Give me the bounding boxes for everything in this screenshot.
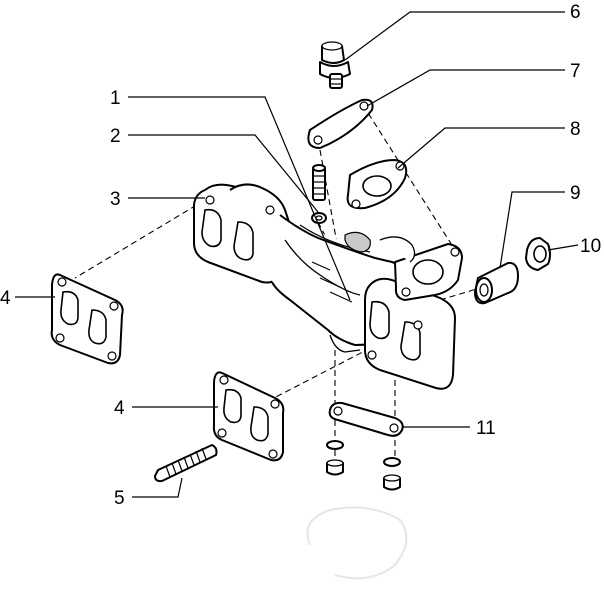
diamond-gasket-upper: [307, 98, 374, 149]
callout-4-lower: 4: [114, 398, 125, 419]
callout-1: 1: [110, 88, 121, 109]
flange-gasket: [346, 159, 408, 210]
bolt-and-washer: [311, 164, 327, 224]
watermark: [306, 506, 408, 580]
callout-7: 7: [570, 61, 581, 82]
hex-bolt: [319, 41, 351, 89]
callout-labels: 1 2 3 4 4 5 6 7 8 9 10 11: [0, 2, 601, 509]
leader-lines: [15, 11, 579, 498]
callout-11: 11: [476, 418, 496, 439]
washers-nuts-bottom: [326, 440, 401, 491]
flange-nut: [525, 237, 551, 271]
callout-8: 8: [570, 119, 581, 140]
callout-5: 5: [114, 488, 125, 509]
stud-bolt: [154, 444, 218, 483]
sleeve: [474, 261, 519, 305]
callout-3: 3: [110, 189, 121, 210]
callout-6: 6: [570, 2, 581, 23]
outlet-gasket-bottom: [328, 401, 404, 437]
callout-10: 10: [580, 236, 601, 257]
callout-9: 9: [570, 183, 581, 204]
gasket-left: [50, 273, 124, 365]
callout-4-upper: 4: [0, 288, 11, 309]
gasket-lower: [212, 371, 285, 462]
callout-2: 2: [110, 126, 121, 147]
exhaust-manifold: [193, 183, 463, 390]
